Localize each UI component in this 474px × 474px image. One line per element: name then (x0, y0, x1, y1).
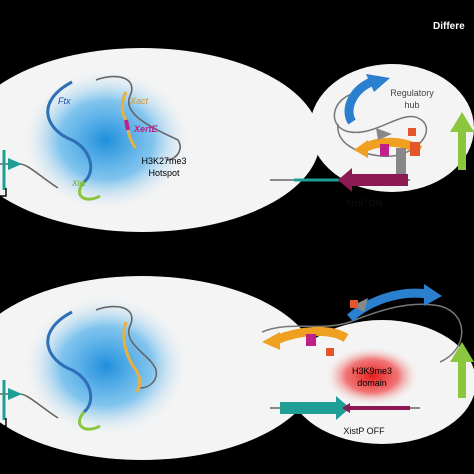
xact-locus-bottom (122, 321, 142, 394)
xistp-on-label: XistP ON (346, 198, 383, 208)
ftx-locus-bottom (46, 310, 93, 414)
chromatin-fiber-top (95, 75, 181, 161)
red-element-bottom-1 (326, 348, 334, 356)
loop-fiber-bottom (261, 303, 463, 363)
red-element-top-2 (408, 128, 416, 136)
hotspot-label-line1: H3K27me3 (141, 156, 186, 166)
header-title: Differe (433, 21, 465, 32)
blue-arc-arrowhead-top (366, 74, 390, 92)
orange-arc-arrowhead-bottom (262, 332, 280, 350)
orange-enhancer-arc-bottom (274, 326, 349, 345)
hotspot-label-line2: Hotspot (148, 168, 180, 178)
grey-triangle-bottom (352, 298, 368, 312)
grey-triangle-top (376, 128, 392, 140)
chromatin-fiber-bottom (95, 305, 158, 389)
nucleus-top-right (310, 64, 474, 192)
h3k27me3-cloud-top (20, 68, 192, 212)
xist-locus-top (77, 181, 101, 201)
green-xist-arrow-top (450, 112, 474, 170)
xistp-on-arrow (338, 168, 408, 192)
red-element-bottom-2 (350, 300, 358, 308)
h3k27me3-cloud-bottom (22, 294, 190, 438)
left-bracket-bottom (0, 418, 7, 427)
grey-connector-top (396, 148, 406, 174)
magenta-element-top (380, 144, 389, 156)
xact-locus-top (120, 91, 128, 121)
ftx-label-top: Ftx (58, 96, 71, 106)
xact-label-top: Xact (129, 96, 149, 106)
red-element-top-1 (410, 142, 420, 156)
left-teal-arrow-top (8, 158, 22, 170)
xistp-off-maroon-arrow (342, 403, 410, 413)
top-panel: Ftx Xact XertE Xist H3K27me3 Hotspot Reg… (0, 48, 474, 232)
orange-arc-arrowhead-top (354, 140, 368, 158)
hub-label-line1: Regulatory (390, 88, 434, 98)
xistp-off-arrow (280, 396, 350, 420)
xist-locus-bottom (77, 411, 101, 431)
magenta-element-bottom (306, 334, 316, 346)
blue-enhancer-arc-bottom (346, 288, 429, 322)
xist-label-top: Xist (71, 179, 86, 188)
left-bracket-top (0, 188, 7, 197)
xerte-locus-top (124, 119, 130, 131)
ftx-locus-top (46, 80, 93, 184)
domain-label-line1: H3K9me3 (352, 366, 392, 376)
xistp-off-label: XistP OFF (343, 426, 385, 436)
green-xist-arrow-bottom (450, 342, 474, 398)
h3k9me3-domain (324, 346, 420, 406)
hub-label-line2: hub (404, 100, 419, 110)
blue-arc-arrowhead-bottom (424, 284, 442, 306)
bottom-panel: H3K9me3 domain XistP OFF (0, 276, 474, 460)
left-teal-arrow-bottom (8, 388, 22, 400)
xerte-label-top: XertE (133, 124, 159, 134)
domain-label-line2: domain (357, 378, 387, 388)
xact-locus-tail-top (126, 129, 138, 150)
